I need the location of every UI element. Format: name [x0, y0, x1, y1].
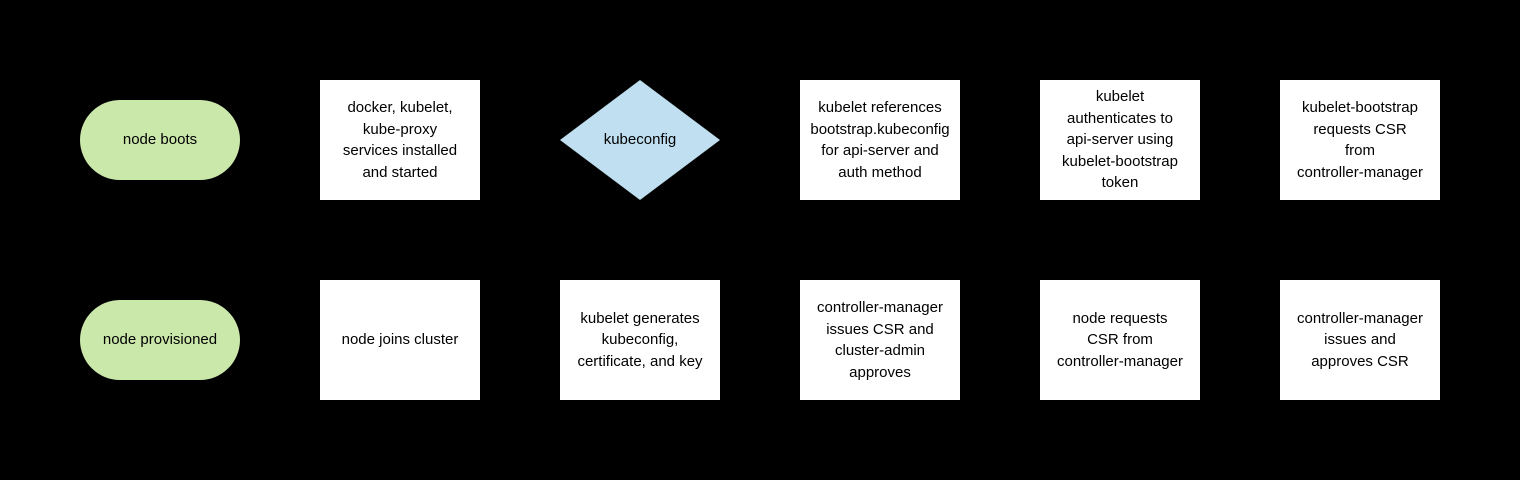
- flow-node-label: node requests CSR from controller-manage…: [1057, 309, 1183, 370]
- flow-node-label: controller-manager issues CSR and cluste…: [817, 299, 943, 381]
- flow-node-label: node boots: [122, 131, 198, 149]
- flow-node-label: kubelet references bootstrap.kubeconfig …: [810, 99, 950, 181]
- flow-node-kubelet-authenticates[interactable]: kubelet authenticates to api-server usin…: [1040, 80, 1200, 200]
- flow-node-cm-issues-csr[interactable]: controller-manager issues CSR and cluste…: [800, 280, 960, 400]
- flow-node-label: docker, kubelet, kube-proxy services ins…: [342, 99, 458, 181]
- flow-node-kubeconfig[interactable]: kubeconfig: [560, 80, 720, 200]
- flow-node-label: kubelet authenticates to api-server usin…: [1062, 88, 1178, 192]
- flow-node-kubelet-generates[interactable]: kubelet generates kubeconfig, certificat…: [560, 280, 720, 400]
- flow-node-node-requests-csr[interactable]: node requests CSR from controller-manage…: [1040, 280, 1200, 400]
- flow-node-services-installed[interactable]: docker, kubelet, kube-proxy services ins…: [320, 80, 480, 200]
- flow-node-cm-issues-approves[interactable]: controller-manager issues and approves C…: [1280, 280, 1440, 400]
- flow-node-label: controller-manager issues and approves C…: [1297, 309, 1423, 370]
- flow-node-kubelet-references[interactable]: kubelet references bootstrap.kubeconfig …: [800, 80, 960, 200]
- flow-node-label: kubelet generates kubeconfig, certificat…: [577, 309, 703, 370]
- flow-node-label: kubelet-bootstrap requests CSR from cont…: [1297, 99, 1423, 181]
- flow-node-label: node provisioned: [102, 331, 218, 349]
- diamond-shape-icon: [560, 80, 720, 200]
- flow-node-node-boots[interactable]: node boots: [80, 100, 240, 180]
- flow-node-label: node joins cluster: [341, 331, 459, 349]
- flow-node-node-joins-cluster[interactable]: node joins cluster: [320, 280, 480, 400]
- flow-node-bootstrap-requests-csr[interactable]: kubelet-bootstrap requests CSR from cont…: [1280, 80, 1440, 200]
- flow-node-label: kubeconfig: [603, 131, 677, 149]
- flow-node-node-provisioned[interactable]: node provisioned: [80, 300, 240, 380]
